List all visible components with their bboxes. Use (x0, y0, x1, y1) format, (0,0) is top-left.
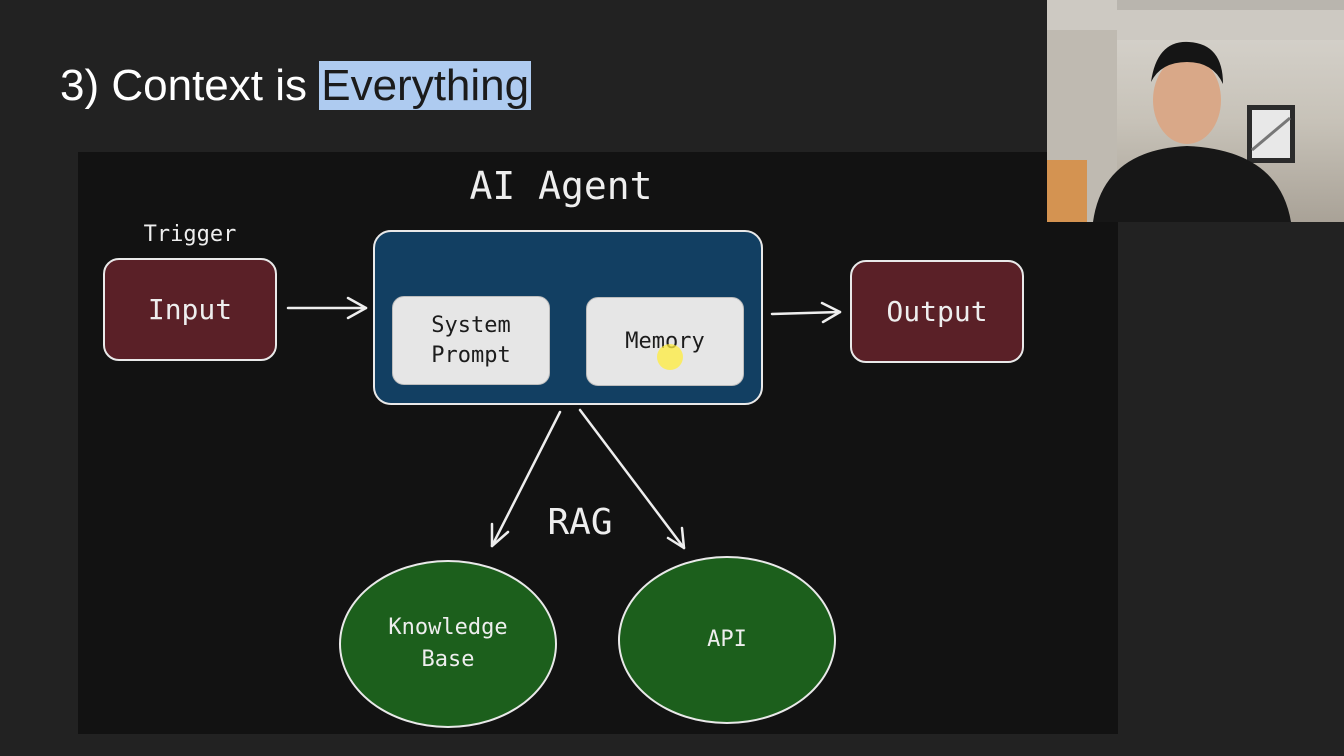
input-label: Input (147, 293, 233, 326)
diagram-arrows (286, 296, 842, 550)
api-label: API (707, 627, 747, 652)
arrow-agent-to-api (578, 408, 686, 550)
output-label: Output (886, 295, 988, 328)
system-prompt-line1: System (431, 312, 511, 338)
input-box: Input (103, 258, 277, 361)
slide-title: 3) Context is Everything (60, 58, 532, 114)
system-prompt-box: System Prompt (392, 296, 550, 385)
diagram-panel: AI Agent Trigger Input System Prompt Mem… (78, 152, 1118, 734)
agent-title: AI Agent (469, 164, 653, 208)
knowledge-base-line1: Knowledge (388, 615, 508, 640)
memory-box: Memory (586, 297, 744, 386)
cursor-highlight-icon (657, 344, 683, 370)
knowledge-base-line2: Base (421, 647, 475, 672)
knowledge-base-ellipse: Knowledge Base (339, 560, 557, 728)
arrow-agent-to-knowledge (490, 410, 562, 548)
slide-title-highlight[interactable]: Everything (319, 61, 532, 110)
arrow-agent-to-output (770, 310, 842, 316)
presenter-illustration (1047, 0, 1344, 222)
trigger-label: Trigger (143, 222, 237, 247)
api-ellipse: API (618, 556, 836, 724)
output-box: Output (850, 260, 1024, 363)
slide-title-prefix: 3) Context is (60, 61, 320, 110)
system-prompt-line2: Prompt (431, 342, 511, 368)
presenter-webcam (1047, 0, 1344, 222)
rag-label: RAG (547, 502, 613, 543)
